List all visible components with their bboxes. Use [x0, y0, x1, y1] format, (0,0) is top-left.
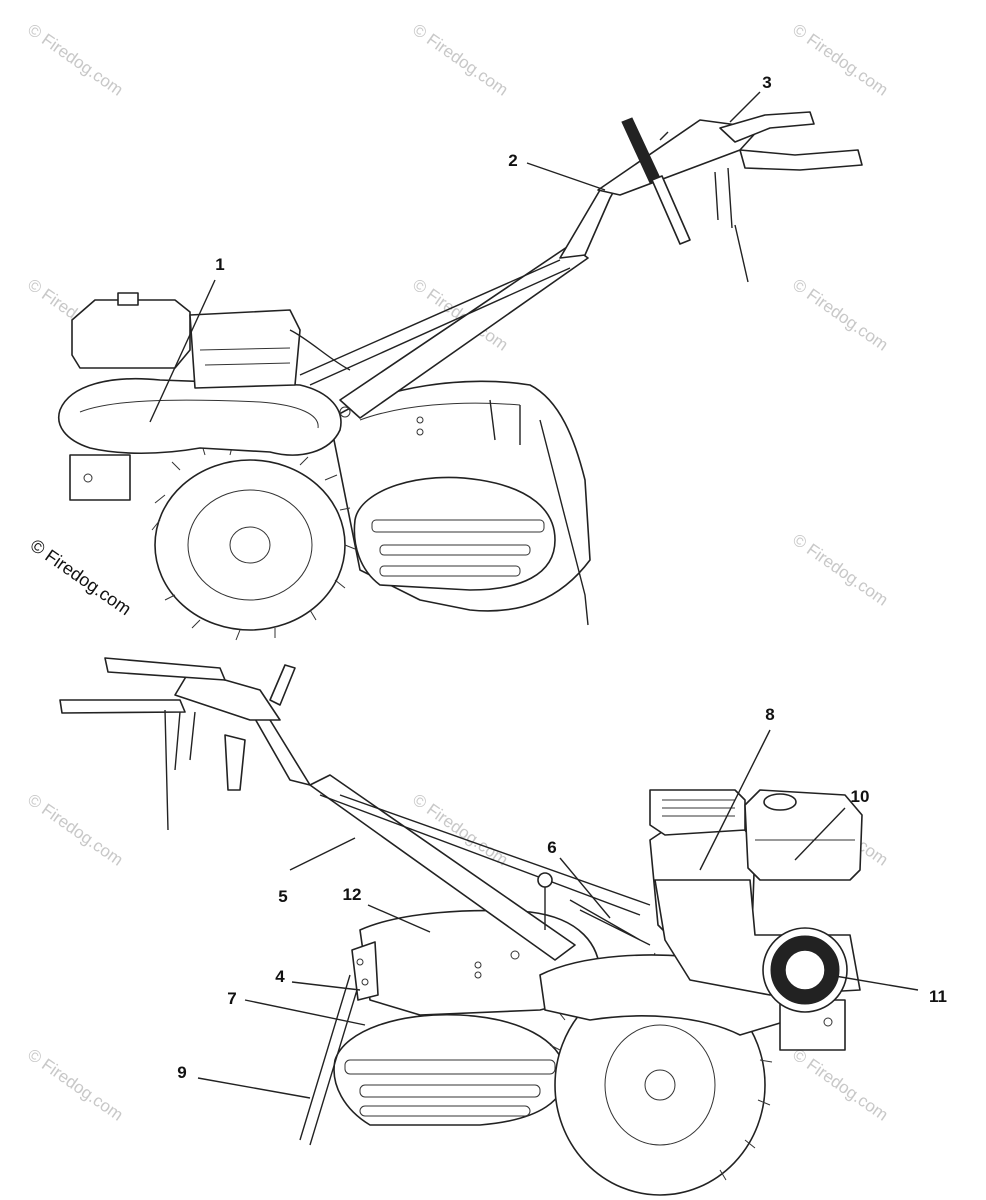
leader-2 [526, 162, 606, 191]
leader-9 [197, 1077, 311, 1099]
leader-7 [244, 999, 366, 1026]
leader-3 [729, 91, 761, 123]
callout-8: 8 [765, 705, 774, 724]
callout-labels: 1 2 3 4 5 6 7 8 9 10 11 12 [177, 73, 947, 1082]
tiller-bottom-illustration [59, 657, 863, 1196]
leader-6 [559, 857, 611, 919]
callout-leaders [149, 91, 919, 1099]
callout-3: 3 [762, 73, 771, 92]
callout-5: 5 [278, 887, 287, 906]
tiller-top-illustration [58, 111, 863, 641]
leader-8 [699, 729, 771, 871]
leader-10 [794, 807, 846, 861]
callout-6: 6 [547, 838, 556, 857]
leader-1 [149, 279, 216, 423]
callout-11: 11 [929, 987, 947, 1006]
callout-9: 9 [177, 1063, 186, 1082]
callout-10: 10 [851, 787, 870, 806]
callout-4: 4 [275, 967, 285, 986]
callout-7: 7 [227, 989, 236, 1008]
callout-2: 2 [508, 151, 517, 170]
leader-11 [834, 975, 919, 991]
leader-4 [291, 981, 361, 991]
leader-12 [367, 904, 431, 933]
leader-5 [289, 837, 356, 871]
callout-1: 1 [215, 255, 224, 274]
callout-12: 12 [343, 885, 362, 904]
